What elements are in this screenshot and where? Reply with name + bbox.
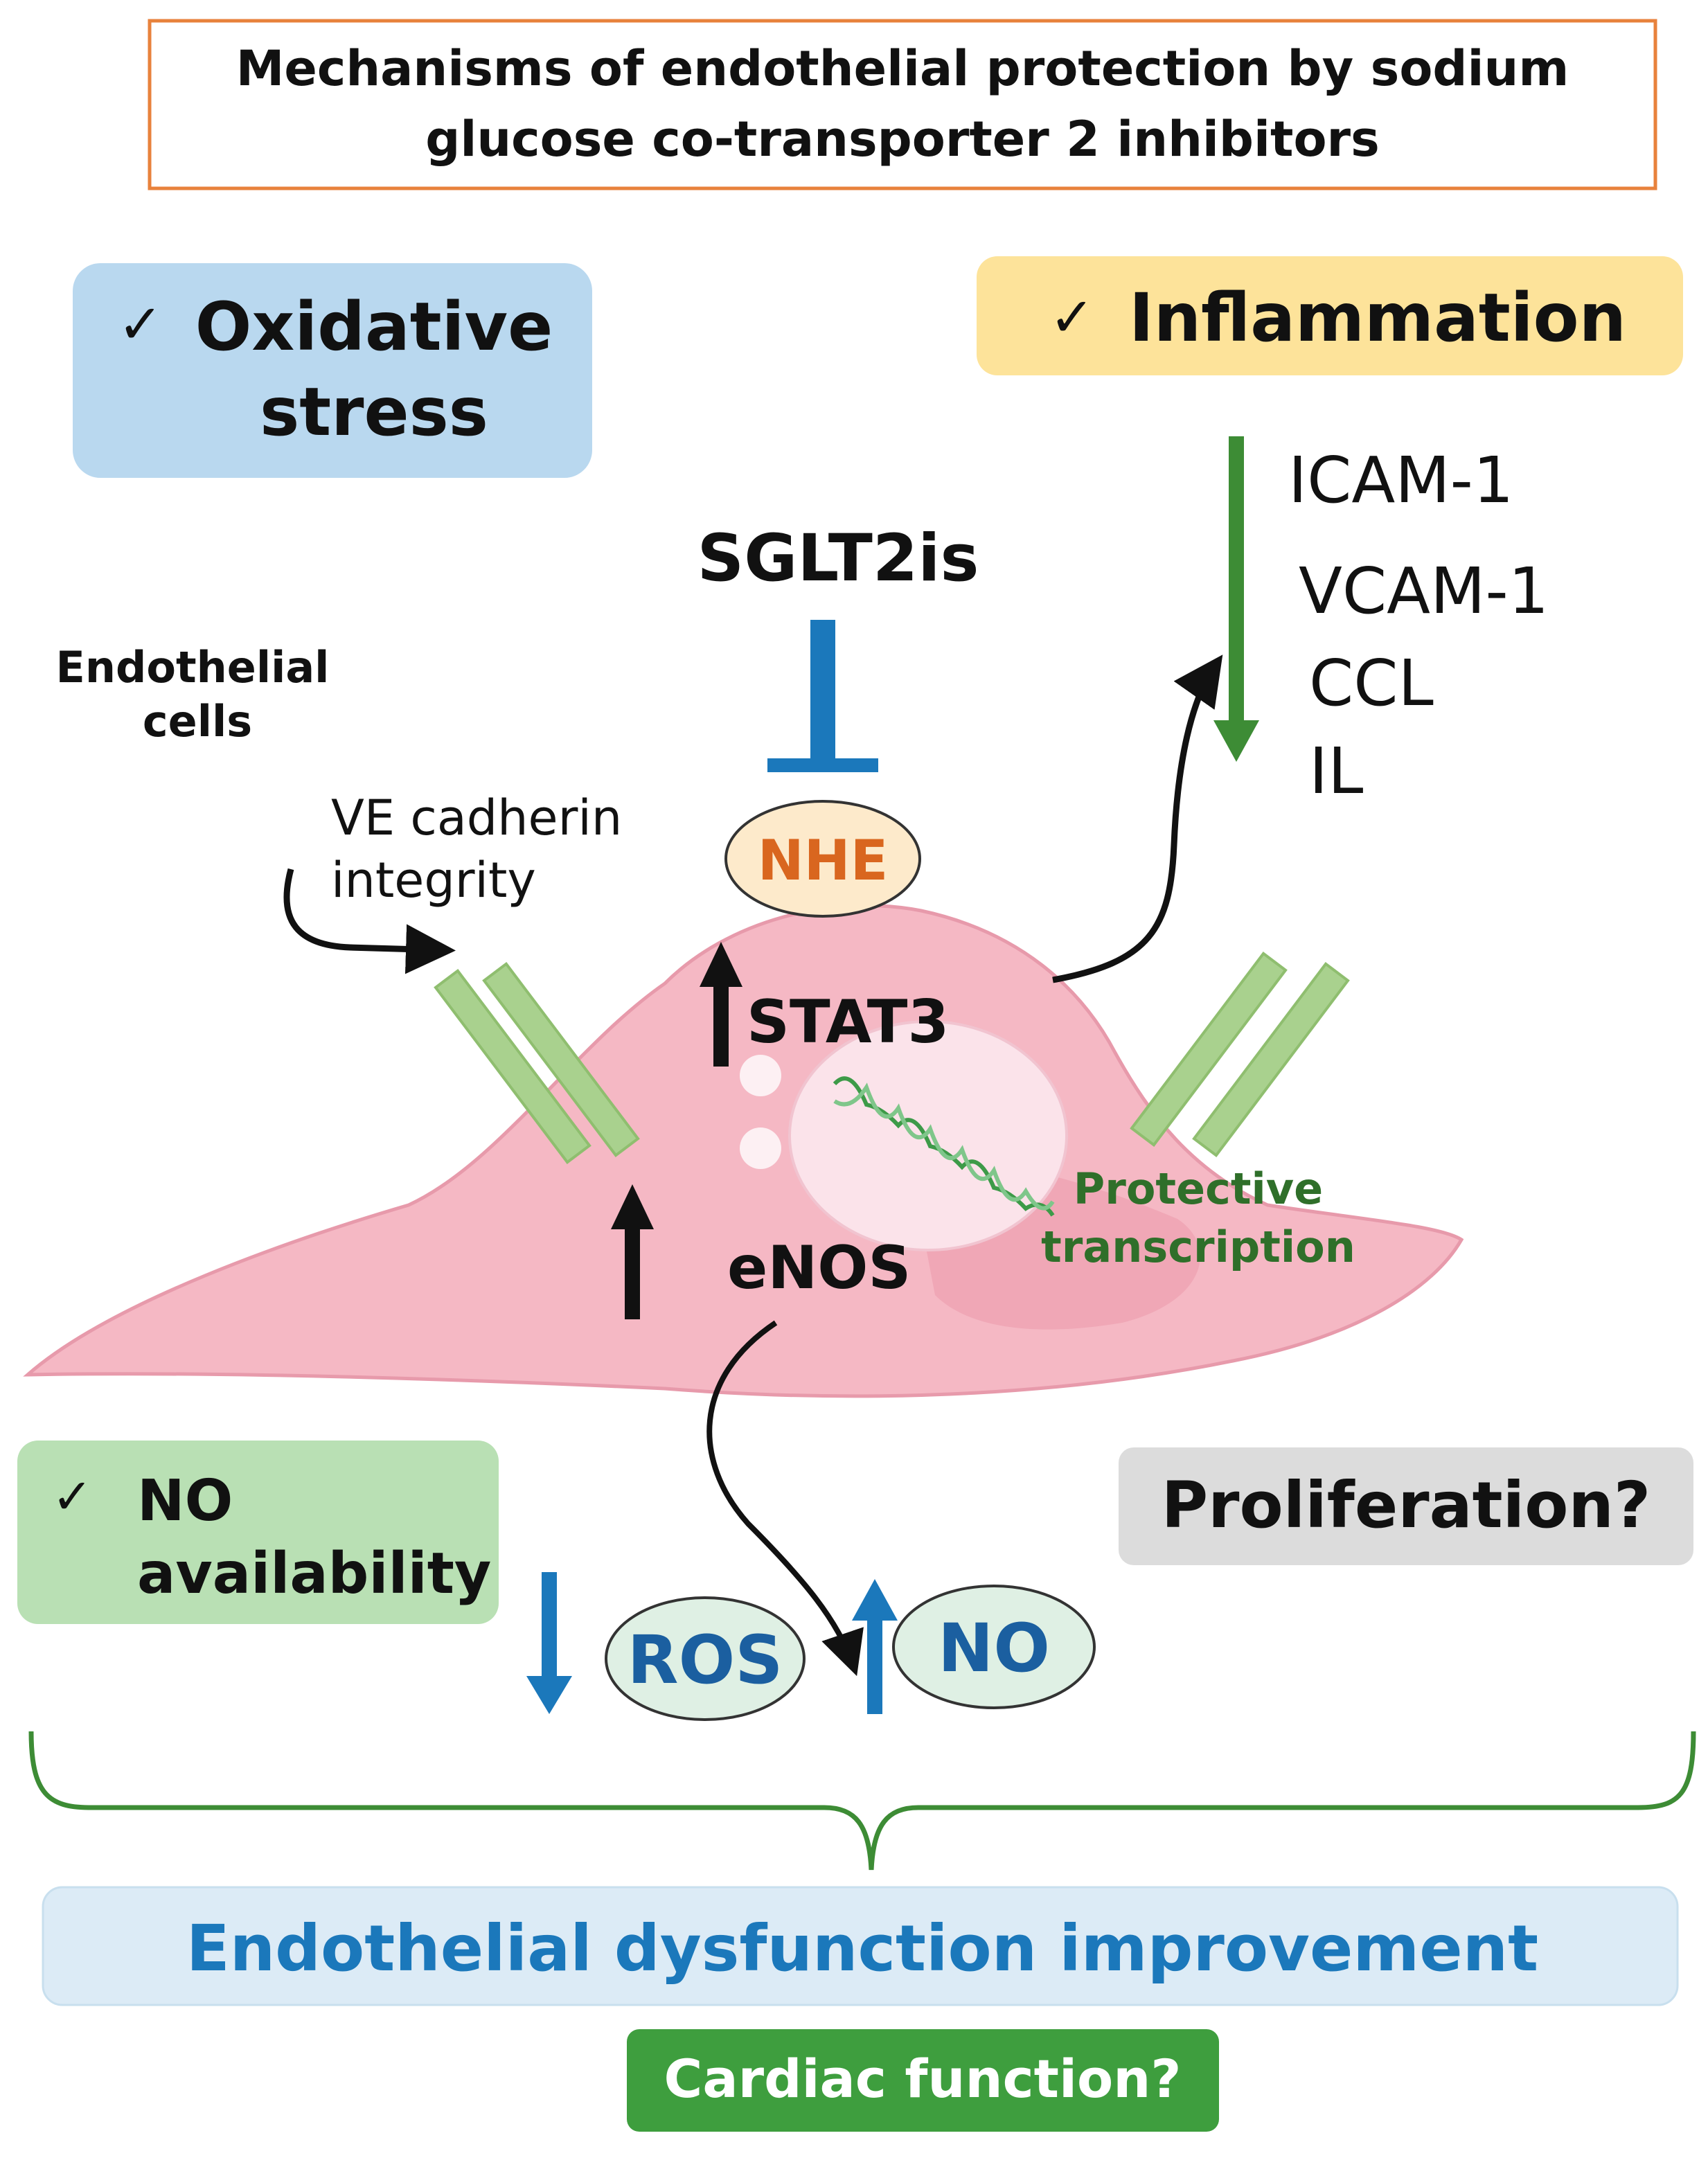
nucleus — [788, 1020, 1068, 1251]
cardiac-box: Cardiac function? — [627, 2029, 1219, 2132]
curved-arrow-icon — [706, 1320, 864, 1677]
oxidative-stress-box: ✓ Oxidative stress — [73, 263, 592, 478]
curved-arrow-icon — [283, 868, 456, 974]
up-arrow-icon — [852, 1579, 898, 1714]
cardiac-label: Cardiac function? — [664, 2048, 1182, 2110]
ve-cadherin-line1: VE cadherin — [331, 790, 622, 846]
ve-cadherin-line2: integrity — [331, 852, 536, 909]
drug-label: SGLT2is — [697, 521, 979, 596]
marker-ccl: CCL — [1309, 646, 1434, 720]
check-icon: ✓ — [1049, 287, 1094, 349]
protective-line1: Protective — [1074, 1163, 1323, 1214]
ve-cadherin-right — [1130, 951, 1350, 1158]
no-availability-line2: availability — [137, 1541, 491, 1607]
no-availability-line1: NO — [137, 1468, 233, 1534]
inhibition-icon — [767, 620, 878, 772]
down-arrow-icon — [526, 1572, 572, 1714]
marker-icam: ICAM-1 — [1288, 443, 1513, 517]
no-label: NO — [938, 1609, 1050, 1687]
check-icon: ✓ — [118, 294, 163, 356]
no-availability-box: ✓ NO availability — [17, 1441, 499, 1624]
outcome-box: Endothelial dysfunction improvement — [42, 1886, 1679, 2006]
title-line2: glucose co-transporter 2 inhibitors — [425, 111, 1380, 168]
proliferation-box: Proliferation? — [1119, 1447, 1693, 1565]
stat3-label: STAT3 — [747, 988, 949, 1057]
nhe-label: NHE — [758, 828, 889, 893]
endothelial-cell — [23, 904, 1464, 1398]
oxidative-stress-line2: stress — [260, 373, 488, 451]
ros-label: ROS — [628, 1621, 783, 1699]
dna-helix-icon — [833, 1076, 1055, 1217]
cell-label-line2: cells — [143, 696, 252, 747]
ve-cadherin-left — [434, 961, 640, 1165]
curved-arrow-icon — [1052, 654, 1223, 983]
brace — [28, 1731, 1696, 1871]
inflammation-markers: ICAM-1 VCAM-1 CCL IL — [1288, 443, 1549, 808]
down-arrow-icon — [1213, 436, 1259, 762]
enos-label: eNOS — [727, 1233, 911, 1303]
inflammation-label: Inflammation — [1129, 279, 1626, 357]
ros-bubble: ROS — [605, 1596, 806, 1721]
check-icon: ✓ — [52, 1468, 93, 1525]
up-arrow-icon — [700, 942, 742, 1067]
protective-line2: transcription — [1041, 1222, 1355, 1272]
nhe-transporter: NHE — [724, 800, 921, 918]
proliferation-label: Proliferation? — [1162, 1468, 1651, 1542]
oxidative-stress-line1: Oxidative — [195, 288, 553, 366]
outcome-label: Endothelial dysfunction improvement — [186, 1911, 1538, 1986]
title-box: Mechanisms of endothelial protection by … — [148, 19, 1657, 190]
cell-label-line1: Endothelial — [56, 642, 330, 693]
no-bubble: NO — [892, 1585, 1096, 1709]
up-arrow-icon — [611, 1184, 654, 1319]
title-line1: Mechanisms of endothelial protection by … — [236, 40, 1569, 97]
marker-il: IL — [1309, 734, 1363, 808]
marker-vcam: VCAM-1 — [1299, 554, 1549, 628]
inflammation-box: ✓ Inflammation — [977, 256, 1683, 375]
